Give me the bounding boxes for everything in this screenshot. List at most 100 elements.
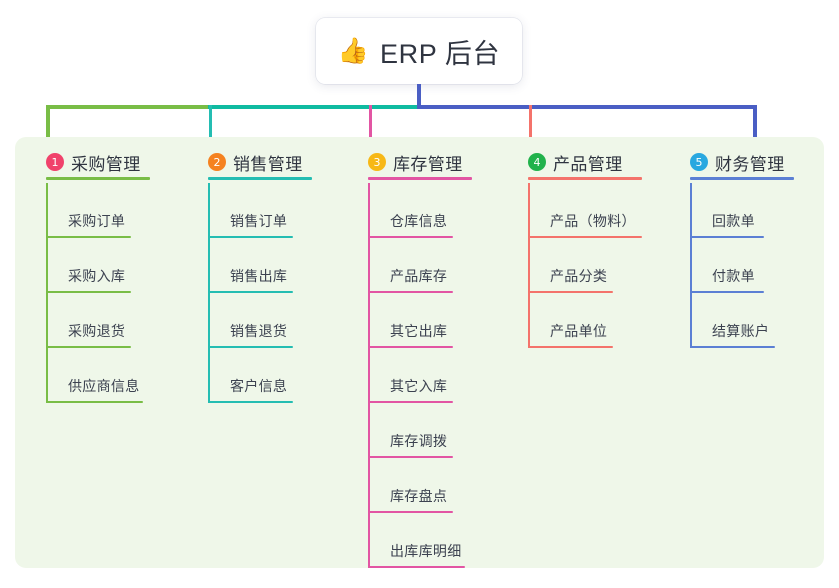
category-items-2: 销售订单销售出库销售退货客户信息 xyxy=(208,183,303,403)
root-node-content: 👍 ERP 后台 xyxy=(338,32,500,71)
menu-item[interactable]: 采购订单 xyxy=(46,183,141,238)
menu-item-label: 库存调拨 xyxy=(390,433,448,449)
category-title: 采购管理 xyxy=(71,154,141,174)
category-column-1: 1 采购管理采购订单采购入库采购退货供应商信息 xyxy=(46,144,150,403)
connector-bus-left-cap xyxy=(46,105,50,137)
menu-item-underline xyxy=(208,346,293,348)
category-items-5: 回款单付款单结算账户 xyxy=(690,183,785,348)
category-number-badge: 4 xyxy=(528,153,546,171)
menu-item[interactable]: 采购退货 xyxy=(46,293,141,348)
menu-item-label: 库存盘点 xyxy=(390,488,448,504)
category-header-2[interactable]: 2 销售管理 xyxy=(208,144,312,180)
category-title: 产品管理 xyxy=(553,154,623,174)
category-spine xyxy=(46,183,48,403)
menu-item[interactable]: 付款单 xyxy=(690,238,785,293)
menu-item-underline xyxy=(528,291,613,293)
category-underline xyxy=(690,177,794,180)
menu-item-underline xyxy=(690,346,775,348)
menu-item[interactable]: 出库库明细 xyxy=(368,513,465,568)
menu-item-underline xyxy=(208,291,293,293)
menu-item-underline xyxy=(368,291,453,293)
menu-item-label: 销售退货 xyxy=(230,323,288,339)
menu-item-underline xyxy=(368,236,453,238)
menu-item-label: 结算账户 xyxy=(712,323,770,339)
menu-item-label: 产品分类 xyxy=(550,268,608,284)
menu-item[interactable]: 产品分类 xyxy=(528,238,623,293)
menu-item-underline xyxy=(46,236,131,238)
category-underline xyxy=(208,177,312,180)
category-title: 库存管理 xyxy=(393,154,463,174)
menu-item-underline xyxy=(690,291,764,293)
category-spine xyxy=(690,183,692,348)
menu-item-label: 采购订单 xyxy=(68,213,126,229)
category-number-badge: 2 xyxy=(208,153,226,171)
category-column-2: 2 销售管理销售订单销售出库销售退货客户信息 xyxy=(208,144,312,403)
connector-drop-4 xyxy=(529,105,532,137)
connector-bus-segment-3 xyxy=(417,105,757,109)
category-spine xyxy=(208,183,210,403)
category-underline xyxy=(368,177,472,180)
menu-item[interactable]: 仓库信息 xyxy=(368,183,463,238)
menu-item-underline xyxy=(368,346,453,348)
connector-trunk xyxy=(417,84,421,109)
category-number-badge: 3 xyxy=(368,153,386,171)
menu-item[interactable]: 采购入库 xyxy=(46,238,141,293)
menu-item-label: 采购入库 xyxy=(68,268,126,284)
category-items-4: 产品（物料） 产品分类产品单位 xyxy=(528,183,642,348)
category-header-4[interactable]: 4 产品管理 xyxy=(528,144,642,180)
menu-item-underline xyxy=(46,346,131,348)
menu-item-label: 其它入库 xyxy=(390,378,448,394)
menu-item[interactable]: 销售出库 xyxy=(208,238,303,293)
menu-item-underline xyxy=(46,291,131,293)
menu-item-label: 供应商信息 xyxy=(68,378,140,394)
connector-drop-3 xyxy=(369,105,372,137)
menu-item-label: 产品（物料） xyxy=(550,213,636,229)
menu-item-underline xyxy=(528,236,642,238)
category-items-1: 采购订单采购入库采购退货供应商信息 xyxy=(46,183,143,403)
menu-item-underline xyxy=(208,401,293,403)
menu-item[interactable]: 结算账户 xyxy=(690,293,785,348)
category-column-3: 3 库存管理仓库信息产品库存其它出库其它入库库存调拨库存盘点出库库明细 xyxy=(368,144,472,568)
menu-item-label: 销售出库 xyxy=(230,268,288,284)
root-node-card[interactable]: 👍 ERP 后台 xyxy=(316,18,522,84)
menu-item[interactable]: 产品单位 xyxy=(528,293,623,348)
menu-item[interactable]: 其它出库 xyxy=(368,293,463,348)
menu-item-underline xyxy=(208,236,293,238)
menu-item-underline xyxy=(690,236,764,238)
menu-item[interactable]: 销售订单 xyxy=(208,183,303,238)
menu-item-underline xyxy=(368,456,453,458)
menu-item[interactable]: 产品（物料） xyxy=(528,183,642,238)
menu-item-label: 采购退货 xyxy=(68,323,126,339)
category-number-badge: 1 xyxy=(46,153,64,171)
category-underline xyxy=(46,177,150,180)
menu-item[interactable]: 客户信息 xyxy=(208,348,303,403)
menu-item-label: 付款单 xyxy=(712,268,755,284)
menu-item[interactable]: 库存调拨 xyxy=(368,403,463,458)
menu-item[interactable]: 回款单 xyxy=(690,183,785,238)
connector-drop-2 xyxy=(209,105,212,137)
menu-item[interactable]: 产品库存 xyxy=(368,238,463,293)
menu-item-underline xyxy=(528,346,613,348)
category-header-3[interactable]: 3 库存管理 xyxy=(368,144,472,180)
category-title: 销售管理 xyxy=(233,154,303,174)
category-items-3: 仓库信息产品库存其它出库其它入库库存调拨库存盘点出库库明细 xyxy=(368,183,465,568)
menu-item[interactable]: 其它入库 xyxy=(368,348,463,403)
menu-item-underline xyxy=(368,511,453,513)
menu-item-label: 回款单 xyxy=(712,213,755,229)
connector-bus-segment-2 xyxy=(208,105,417,109)
menu-item[interactable]: 库存盘点 xyxy=(368,458,463,513)
category-spine xyxy=(528,183,530,348)
connector-bus-segment-1 xyxy=(46,105,208,109)
connector-bus-right-cap xyxy=(753,105,757,137)
menu-item[interactable]: 供应商信息 xyxy=(46,348,143,403)
menu-item-underline xyxy=(368,566,465,568)
page-title: ERP 后台 xyxy=(380,38,501,69)
category-header-1[interactable]: 1 采购管理 xyxy=(46,144,150,180)
category-title: 财务管理 xyxy=(715,154,785,174)
menu-item-label: 产品单位 xyxy=(550,323,608,339)
menu-item-label: 其它出库 xyxy=(390,323,448,339)
menu-item[interactable]: 销售退货 xyxy=(208,293,303,348)
